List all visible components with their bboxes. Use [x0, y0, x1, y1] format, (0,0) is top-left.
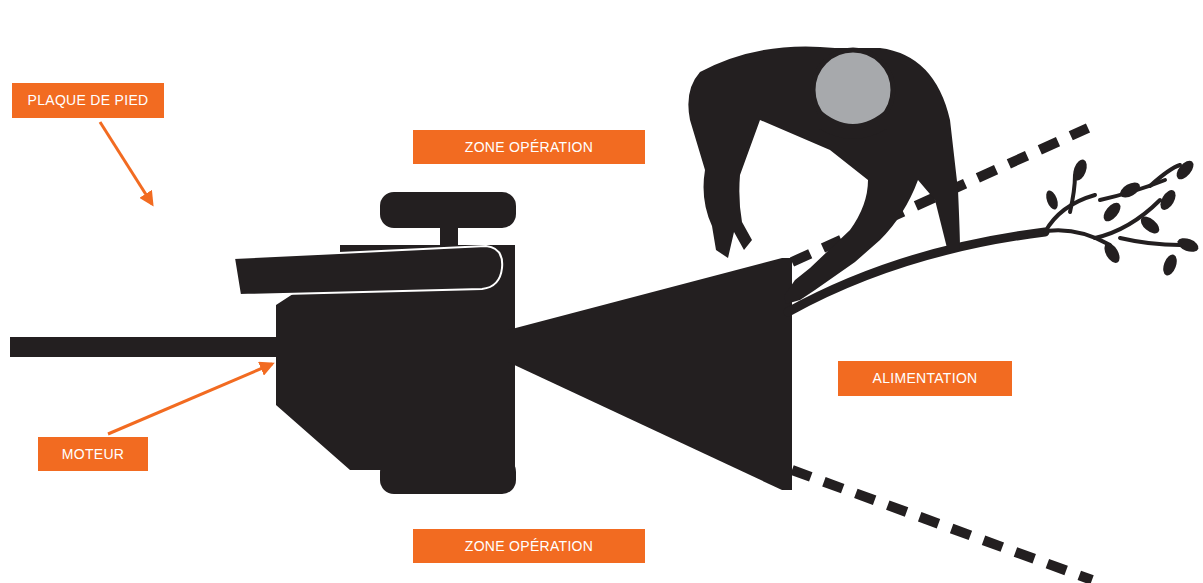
label-text: ALIMENTATION — [873, 370, 978, 387]
label-text: PLAQUE DE PIED — [28, 92, 149, 109]
tow-bar — [10, 337, 285, 357]
leader-arrow — [108, 364, 272, 434]
label-box: PLAQUE DE PIED — [12, 83, 164, 118]
label-box: MOTEUR — [38, 437, 148, 471]
leader-arrow — [100, 122, 152, 204]
label-box: ZONE OPÉRATION — [413, 529, 645, 563]
feed-hopper — [508, 258, 792, 490]
leaves — [1044, 158, 1201, 278]
label-text: ZONE OPÉRATION — [465, 538, 593, 555]
feed-zone-line — [792, 470, 1092, 580]
label-box: ALIMENTATION — [838, 361, 1012, 396]
label-text: MOTEUR — [62, 446, 124, 463]
twigs — [1040, 165, 1180, 245]
label-text: ZONE OPÉRATION — [465, 139, 593, 156]
wheel — [380, 192, 516, 228]
operator-figure — [688, 46, 960, 304]
discharge-chute — [234, 246, 502, 295]
label-box: ZONE OPÉRATION — [413, 130, 645, 164]
